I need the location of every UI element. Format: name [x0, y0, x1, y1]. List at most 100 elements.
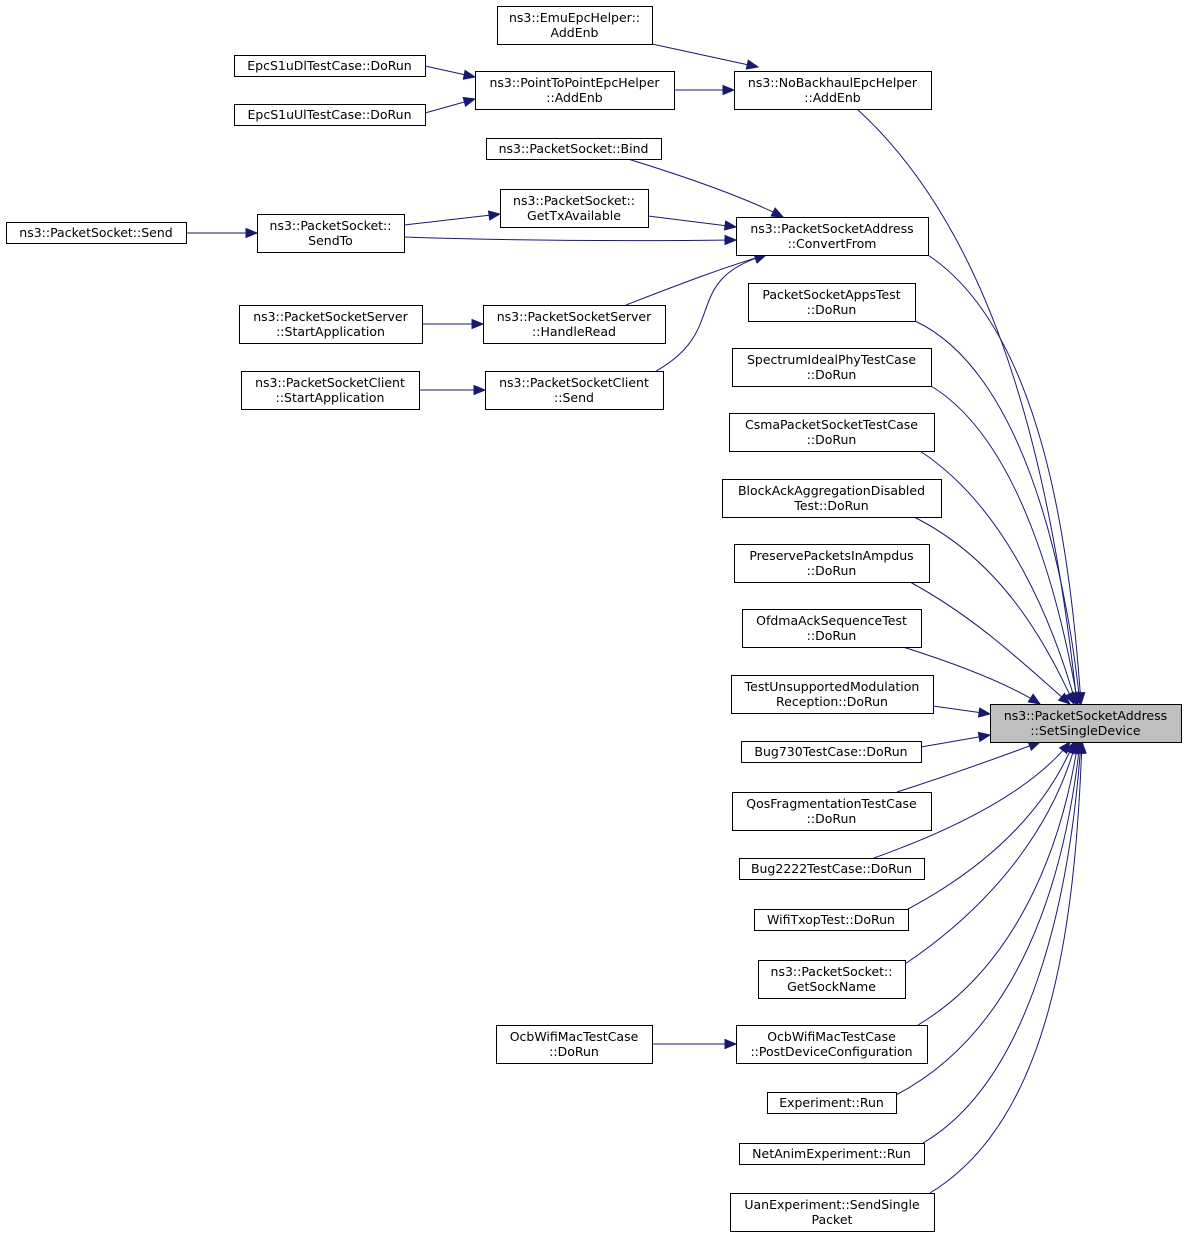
edge-sendto-to-convert	[403, 234, 738, 246]
edge-bug730-to-target	[920, 731, 992, 748]
node-label: ns3::PacketSocketAddress	[750, 221, 913, 236]
node-clisend[interactable]: ns3::PacketSocketClient::Send	[485, 371, 664, 410]
node-exprun[interactable]: Experiment::Run	[767, 1092, 897, 1114]
node-netanim[interactable]: NetAnimExperiment::Run	[739, 1143, 925, 1165]
node-label: ns3::PacketSocketServer	[253, 309, 408, 324]
node-label: EpcS1uUlTestCase::DoRun	[247, 107, 411, 122]
node-srvread[interactable]: ns3::PacketSocketServer::HandleRead	[483, 305, 666, 344]
node-ocbpost[interactable]: OcbWifiMacTestCase::PostDeviceConfigurat…	[736, 1025, 928, 1064]
arrowhead-icon	[724, 234, 738, 246]
node-box	[990, 704, 1182, 743]
edge-line	[403, 236, 737, 242]
node-label: Reception::DoRun	[776, 694, 888, 709]
node-csma[interactable]: CsmaPacketSocketTestCase::DoRun	[729, 413, 935, 452]
node-bind[interactable]: ns3::PacketSocket::Bind	[486, 138, 662, 160]
node-spectrum[interactable]: SpectrumIdealPhyTestCase::DoRun	[732, 348, 932, 387]
node-unsupported[interactable]: TestUnsupportedModulationReception::DoRu…	[731, 675, 934, 714]
edge-line	[651, 43, 759, 68]
node-label: ::AddEnb	[804, 90, 860, 105]
node-box	[496, 1025, 653, 1064]
arrowhead-icon	[724, 1038, 738, 1050]
node-label: ::DoRun	[807, 302, 857, 317]
node-label: ::DoRun	[807, 432, 857, 447]
node-convert[interactable]: ns3::PacketSocketAddress::ConvertFrom	[736, 217, 929, 256]
arrowhead-icon	[473, 384, 487, 396]
node-box	[739, 858, 925, 880]
node-label: ::DoRun	[807, 628, 857, 643]
node-box	[741, 741, 922, 763]
node-send[interactable]: ns3::PacketSocket::Send	[6, 222, 187, 244]
edge-clistart-to-clisend	[419, 384, 487, 396]
edge-ofdma-to-target	[902, 646, 1042, 705]
node-emu[interactable]: ns3::EmuEpcHelper::AddEnb	[497, 6, 653, 45]
arrowhead-icon	[770, 207, 785, 218]
node-label: ::StartApplication	[276, 390, 385, 405]
arrowhead-icon	[1064, 691, 1075, 706]
node-nobh[interactable]: ns3::NoBackhaulEpcHelper::AddEnb	[734, 71, 932, 110]
node-txop[interactable]: WifiTxopTest::DoRun	[754, 909, 909, 931]
node-p2p[interactable]: ns3::PointToPointEpcHelper::AddEnb	[475, 71, 675, 110]
node-sockname[interactable]: ns3::PacketSocket::GetSockName	[758, 960, 906, 999]
node-label: Bug730TestCase::DoRun	[754, 744, 907, 759]
node-label: Packet	[812, 1212, 853, 1227]
node-bug730[interactable]: Bug730TestCase::DoRun	[741, 741, 922, 763]
edge-line	[625, 254, 767, 306]
arrowhead-icon	[977, 707, 992, 718]
edge-line	[930, 385, 1079, 705]
node-gettx[interactable]: ns3::PacketSocket::GetTxAvailable	[500, 189, 649, 228]
node-box	[722, 479, 942, 518]
node-label: ::DoRun	[807, 367, 857, 382]
node-target[interactable]: ns3::PacketSocketAddress::SetSingleDevic…	[990, 704, 1182, 743]
node-box	[6, 222, 187, 244]
node-label: OcbWifiMacTestCase	[767, 1029, 896, 1044]
node-label: Test::DoRun	[793, 498, 868, 513]
node-box	[732, 348, 932, 387]
edge-dl-to-p2p	[424, 65, 477, 80]
node-label: BlockAckAggregationDisabled	[738, 483, 925, 498]
edge-preserve-to-target	[909, 581, 1072, 705]
arrowhead-icon	[745, 59, 760, 70]
node-label: QosFragmentationTestCase	[746, 796, 917, 811]
node-ofdma[interactable]: OfdmaAckSequenceTest::DoRun	[742, 609, 922, 648]
arrowhead-icon	[1027, 693, 1042, 705]
node-box	[739, 1143, 925, 1165]
edge-ul-to-p2p	[424, 96, 477, 114]
node-preserve[interactable]: PreservePacketsInAmpdus::DoRun	[734, 544, 930, 583]
node-qos[interactable]: QosFragmentationTestCase::DoRun	[732, 792, 932, 831]
edge-csma-to-target	[919, 450, 1078, 706]
node-box	[500, 189, 649, 228]
edge-line	[655, 254, 767, 372]
node-box	[742, 609, 922, 648]
node-clistart[interactable]: ns3::PacketSocketClient::StartApplicatio…	[241, 371, 420, 410]
node-label: ::Send	[554, 390, 594, 405]
edge-sendto-to-gettx	[403, 210, 502, 226]
node-label: ::DoRun	[549, 1044, 599, 1059]
node-ocbrun[interactable]: OcbWifiMacTestCase::DoRun	[496, 1025, 653, 1064]
node-box	[748, 283, 916, 322]
arrowhead-icon	[722, 84, 736, 96]
node-label: OcbWifiMacTestCase	[510, 1029, 639, 1044]
node-label: CsmaPacketSocketTestCase	[745, 417, 918, 432]
node-srvstart[interactable]: ns3::PacketSocketServer::StartApplicatio…	[239, 305, 423, 344]
node-box	[257, 214, 405, 253]
arrowhead-icon	[462, 69, 477, 80]
node-dl[interactable]: EpcS1uDlTestCase::DoRun	[234, 55, 426, 77]
node-box	[234, 104, 426, 126]
node-label: ns3::PacketSocket::	[513, 193, 635, 208]
node-psapps[interactable]: PacketSocketAppsTest::DoRun	[748, 283, 916, 322]
edge-unsupported-to-target	[932, 705, 992, 718]
edge-ocbpost-to-target	[917, 740, 1082, 1026]
node-ul[interactable]: EpcS1uUlTestCase::DoRun	[234, 104, 426, 126]
edge-line	[914, 320, 1081, 705]
node-box	[239, 305, 423, 344]
edge-line	[919, 450, 1077, 705]
node-label: PreservePacketsInAmpdus	[749, 548, 913, 563]
node-sendto[interactable]: ns3::PacketSocket::SendTo	[257, 214, 405, 253]
node-bug2222[interactable]: Bug2222TestCase::DoRun	[739, 858, 925, 880]
node-box	[729, 413, 935, 452]
arrowhead-icon	[977, 731, 992, 743]
arrowhead-icon	[1057, 692, 1072, 705]
